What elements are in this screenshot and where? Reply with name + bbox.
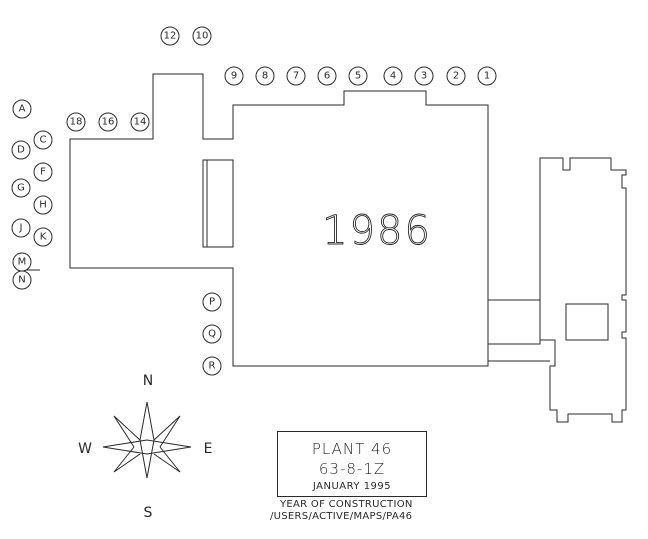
compass-rose: N E S W bbox=[78, 373, 212, 521]
column-bubble: 7 bbox=[286, 66, 306, 86]
row-bubble: Q bbox=[202, 324, 222, 344]
column-bubble: 6 bbox=[317, 66, 337, 86]
compass-north-label: N bbox=[143, 373, 153, 389]
drawing-code: 63-8-1Z bbox=[318, 460, 386, 478]
column-bubble-label: 5 bbox=[355, 71, 361, 82]
column-bubble-label: 9 bbox=[231, 71, 237, 82]
column-bubble-label: 6 bbox=[324, 71, 330, 82]
row-bubble: G bbox=[11, 178, 31, 198]
compass-diagonal-ne bbox=[153, 415, 181, 448]
note-file-path: /USERS/ACTIVE/MAPS/PA46 bbox=[270, 511, 413, 522]
row-bubble-label: D bbox=[17, 145, 25, 156]
compass-diagonal-se bbox=[153, 446, 181, 473]
row-bubble-label: K bbox=[40, 232, 47, 243]
column-bubble: 10 bbox=[192, 26, 212, 46]
column-bubble: 5 bbox=[348, 66, 368, 86]
row-bubble: J bbox=[11, 218, 31, 238]
column-bubble-label: 18 bbox=[70, 117, 83, 128]
row-bubble: D bbox=[11, 140, 31, 160]
row-bubble-label: C bbox=[40, 135, 47, 146]
row-bubble: N bbox=[12, 270, 32, 290]
drawing-notes: YEAR OF CONSTRUCTION /USERS/ACTIVE/MAPS/… bbox=[270, 499, 440, 523]
row-grid-bubbles: A C D F G H J K M N P Q R bbox=[11, 99, 222, 376]
column-grid-bubbles: 12 10 9 8 7 6 5 4 3 2 1 18 16 14 bbox=[66, 26, 497, 132]
column-bubble: 1 bbox=[477, 66, 497, 86]
note-year-of-construction: YEAR OF CONSTRUCTION bbox=[280, 499, 413, 510]
row-bubble-label: R bbox=[209, 361, 216, 372]
row-bubble: H bbox=[33, 195, 53, 215]
drawing-date: JANUARY 1995 bbox=[312, 481, 392, 492]
row-bubble-label: Q bbox=[208, 329, 216, 340]
column-bubble-label: 8 bbox=[262, 71, 268, 82]
compass-east-label: E bbox=[204, 441, 213, 457]
compass-west-label: W bbox=[78, 441, 92, 457]
row-bubble-label: G bbox=[17, 183, 25, 194]
compass-diagonal-sw bbox=[113, 446, 141, 473]
column-bubble: 2 bbox=[446, 66, 466, 86]
column-bubble-label: 3 bbox=[421, 71, 427, 82]
column-bubble-label: 2 bbox=[453, 71, 459, 82]
column-bubble: 16 bbox=[98, 112, 118, 132]
row-bubble-label: J bbox=[19, 223, 23, 234]
column-bubble: 8 bbox=[255, 66, 275, 86]
column-bubble: 12 bbox=[160, 26, 180, 46]
column-bubble: 14 bbox=[130, 112, 150, 132]
column-bubble-label: 7 bbox=[293, 71, 299, 82]
construction-year-label: 1986 bbox=[322, 208, 432, 254]
row-bubble-label: P bbox=[209, 297, 215, 308]
row-bubble: K bbox=[33, 227, 53, 247]
east-wing-room bbox=[565, 303, 609, 341]
row-bubble-label: F bbox=[40, 167, 46, 178]
row-bubble: M bbox=[12, 252, 32, 272]
row-bubble: C bbox=[33, 130, 53, 150]
compass-diagonal-nw bbox=[113, 415, 141, 448]
column-bubble: 4 bbox=[383, 66, 403, 86]
column-bubble-label: 4 bbox=[390, 71, 396, 82]
row-bubble: R bbox=[202, 356, 222, 376]
plant-name: PLANT 46 bbox=[311, 440, 393, 458]
title-block: PLANT 46 63-8-1Z JANUARY 1995 bbox=[277, 431, 427, 497]
column-bubble: 3 bbox=[414, 66, 434, 86]
row-bubble-label: M bbox=[18, 257, 27, 268]
row-bubble: F bbox=[33, 162, 53, 182]
column-bubble-label: 12 bbox=[164, 31, 177, 42]
column-bubble-label: 14 bbox=[134, 117, 147, 128]
row-bubble: P bbox=[202, 292, 222, 312]
connector-corridor bbox=[488, 299, 541, 345]
column-bubble-label: 10 bbox=[196, 31, 209, 42]
row-bubble-label: A bbox=[19, 104, 26, 115]
compass-south-label: S bbox=[144, 505, 153, 521]
compass-star-horizontal bbox=[102, 439, 192, 455]
column-bubble: 9 bbox=[224, 66, 244, 86]
row-bubble-label: N bbox=[18, 275, 25, 286]
main-building-outline bbox=[69, 73, 489, 367]
column-bubble-label: 16 bbox=[102, 117, 115, 128]
row-bubble-label: H bbox=[39, 200, 47, 211]
compass-star-icon bbox=[139, 401, 155, 479]
row-bubble: A bbox=[12, 99, 32, 119]
east-wing-outline bbox=[539, 157, 627, 423]
interior-opening bbox=[202, 159, 234, 248]
column-bubble-label: 1 bbox=[484, 71, 490, 82]
column-bubble: 18 bbox=[66, 112, 86, 132]
